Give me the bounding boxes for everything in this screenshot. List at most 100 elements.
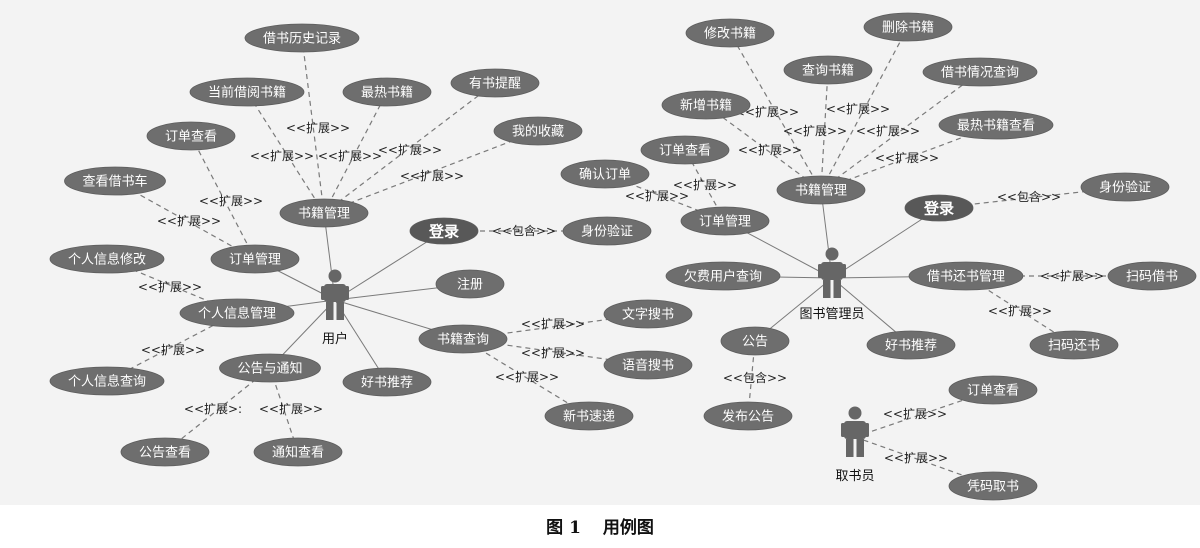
use-case-ellipse	[179, 298, 295, 328]
use-case-u-login: 登录	[409, 217, 479, 245]
use-case-u-current: 当前借阅书籍	[189, 77, 305, 107]
use-case-l-borrow-return: 借书还书管理	[908, 261, 1024, 291]
use-case-l-notice: 公告	[720, 326, 790, 356]
use-case-l-publish: 发布公告	[703, 401, 793, 431]
use-case-l-scan-return: 扫码还书	[1029, 330, 1119, 360]
use-case-label: 注册	[457, 278, 483, 293]
use-case-l-recommend: 好书推荐	[866, 330, 956, 360]
use-case-label: 修改书籍	[704, 26, 756, 42]
dependency-edge	[705, 104, 822, 191]
use-case-l-confirm-order: 确认订单	[560, 159, 650, 189]
dependency-edge	[729, 32, 822, 191]
extend-label: <<扩展>>	[378, 143, 442, 157]
use-case-label: 身份验证	[581, 224, 633, 240]
dependency-edge	[323, 130, 539, 214]
extend-label: <<扩展>>	[783, 124, 847, 138]
use-case-label: 好书推荐	[361, 376, 413, 391]
use-case-ellipse	[418, 324, 508, 354]
extend-label: <<扩展>>	[250, 149, 314, 163]
use-case-l-login: 登录	[904, 194, 974, 222]
dependency-edge	[246, 91, 325, 214]
use-case-label: 借书历史记录	[263, 32, 341, 47]
use-case-ellipse	[661, 90, 751, 120]
use-case-ellipse	[938, 110, 1054, 140]
use-case-ellipse	[948, 471, 1038, 501]
extend-label: <<扩展>>	[400, 169, 464, 183]
actor-label: 用户	[322, 331, 348, 347]
extend-label: <<扩展>>	[1040, 269, 1104, 283]
use-case-label: 借书情况查询	[941, 66, 1019, 81]
use-case-ellipse	[279, 198, 369, 228]
actor-librarian: 图书管理员	[799, 247, 865, 322]
use-case-l-hot-view: 最热书籍查看	[938, 110, 1054, 140]
use-case-u-order-mgmt: 订单管理	[210, 244, 300, 274]
use-case-ellipse	[560, 159, 650, 189]
actor-body-icon	[324, 284, 346, 302]
use-case-label: 有书提醒	[469, 76, 521, 92]
extend-label: <<扩展>>	[988, 304, 1052, 318]
use-case-ellipse	[493, 116, 583, 146]
use-case-l-delete-book: 删除书籍	[863, 12, 953, 42]
use-case-label: 新增书籍	[680, 98, 732, 114]
actor-arm-icon	[818, 264, 822, 278]
extend-label: <<扩展>>	[826, 102, 890, 116]
use-case-ellipse	[253, 437, 343, 467]
use-case-label: 扫码还书	[1048, 339, 1100, 354]
use-case-label: 删除书籍	[882, 20, 934, 36]
dependency-edge	[323, 91, 388, 214]
use-cases-layer: 借书历史记录当前借阅书籍最热书籍有书提醒我的收藏订单查看查看借书车书籍管理登录身…	[49, 12, 1197, 501]
use-case-label: 扫码借书	[1126, 270, 1178, 285]
extend-label: <<扩展>>	[856, 124, 920, 138]
use-case-label: 身份验证	[1099, 180, 1151, 196]
use-case-u-new-express: 新书速递	[544, 401, 634, 431]
use-case-label: 个人信息修改	[68, 252, 146, 268]
use-case-ellipse	[866, 330, 956, 360]
extend-label: <<扩展>>	[199, 194, 263, 208]
use-case-ellipse	[908, 261, 1024, 291]
dependency-edge	[462, 338, 590, 417]
use-case-l-borrow-status: 借书情况查询	[922, 57, 1038, 87]
use-case-ellipse	[450, 68, 540, 98]
use-case-label: 公告	[742, 335, 768, 350]
dependency-edge	[854, 436, 994, 487]
use-case-label: 我的收藏	[512, 124, 564, 140]
extend-label: <<扩展>>	[521, 317, 585, 331]
use-case-u-info-mgmt: 个人信息管理	[179, 298, 295, 328]
use-case-u-notify-view: 通知查看	[253, 437, 343, 467]
extend-label: <<扩展>>	[318, 149, 382, 163]
use-case-ellipse	[603, 350, 693, 380]
use-case-ellipse	[342, 77, 432, 107]
use-case-ellipse	[219, 353, 321, 383]
actor-leg-icon	[833, 280, 841, 298]
use-case-label: 公告查看	[139, 445, 191, 461]
use-case-ellipse	[64, 166, 166, 196]
use-case-u-notice-view: 公告查看	[120, 437, 210, 467]
use-case-l-scan-borrow: 扫码借书	[1107, 261, 1197, 291]
use-case-ellipse	[640, 135, 730, 165]
caption-number: 图 1	[546, 518, 581, 538]
extend-label: <<扩展>>	[673, 178, 737, 192]
actor-arm-icon	[345, 286, 349, 300]
use-case-ellipse	[120, 437, 210, 467]
extend-label: <<扩展>>	[875, 151, 939, 165]
use-case-label: 书籍查询	[437, 332, 489, 348]
use-case-label: 新书速递	[563, 409, 615, 425]
use-case-label: 个人信息管理	[198, 306, 276, 322]
use-case-label: 书籍管理	[298, 206, 350, 222]
use-case-ellipse	[783, 55, 873, 85]
use-case-label: 语音搜书	[622, 358, 674, 374]
dependency-edge	[106, 312, 238, 382]
dependency-edge	[820, 26, 909, 191]
use-case-ellipse	[210, 244, 300, 274]
use-case-label: 订单查看	[165, 129, 217, 145]
use-case-ellipse	[189, 77, 305, 107]
use-case-f-order-view: 订单查看	[948, 375, 1038, 405]
actor-arm-icon	[321, 286, 325, 300]
use-case-l-query-book: 查询书籍	[783, 55, 873, 85]
actor-label: 取书员	[835, 469, 874, 484]
use-case-ellipse	[948, 375, 1038, 405]
use-case-ellipse	[1107, 261, 1197, 291]
use-case-ellipse	[1080, 172, 1170, 202]
use-case-ellipse	[680, 206, 770, 236]
